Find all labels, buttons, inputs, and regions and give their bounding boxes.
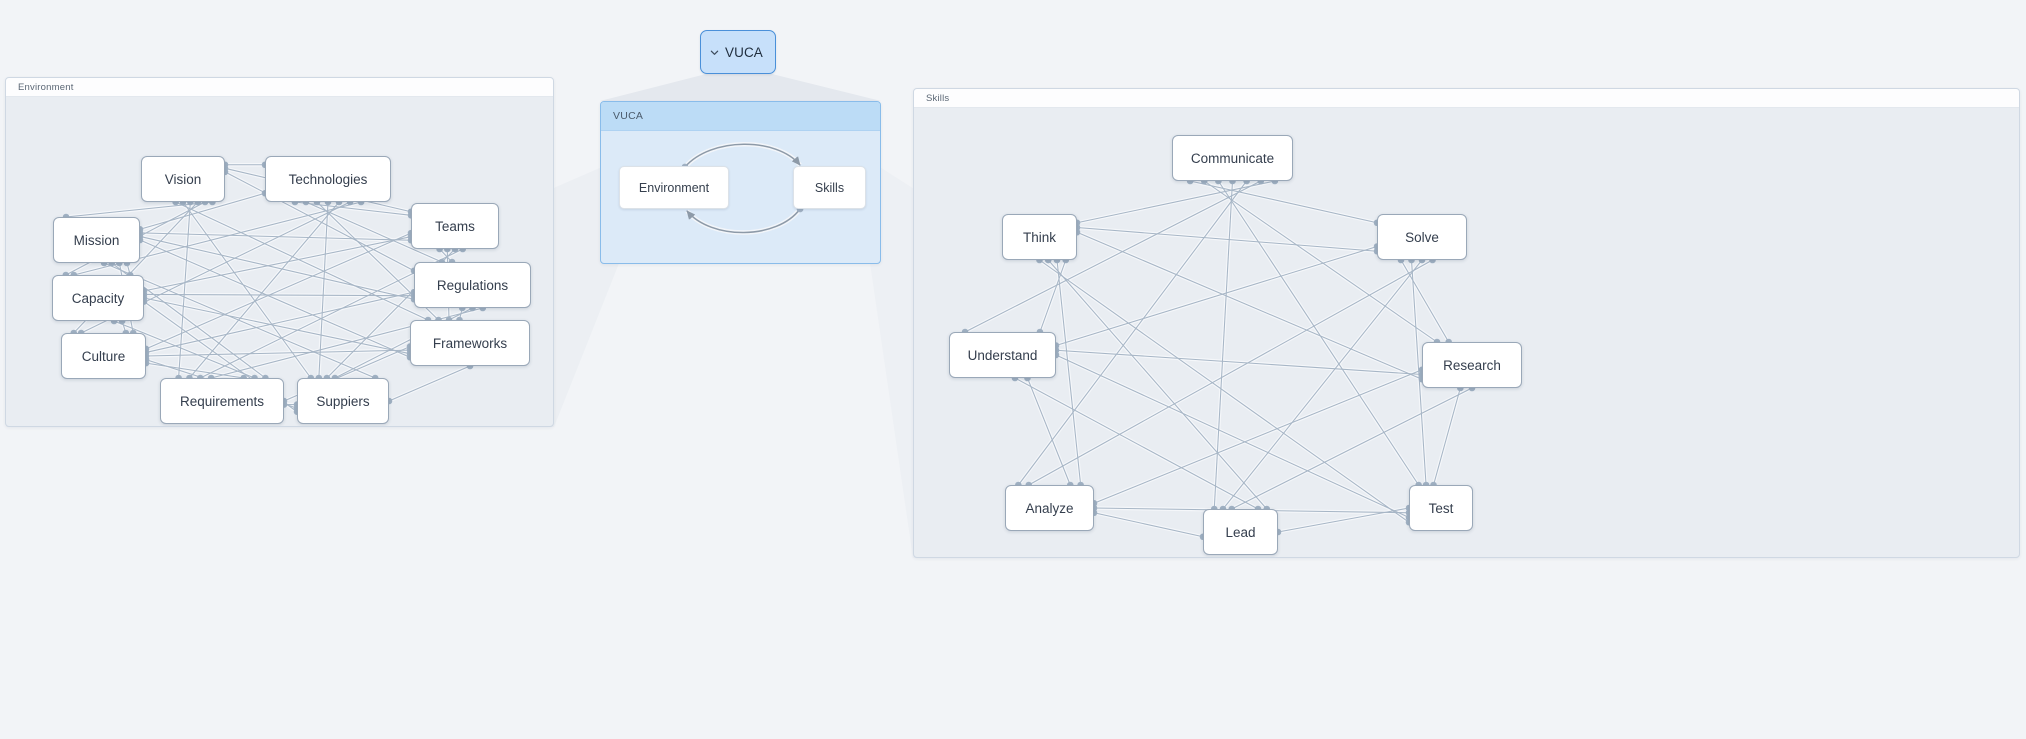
vuca-collapsed-label: VUCA [725, 44, 763, 60]
node-label: Requirements [179, 393, 265, 409]
node-label: Lead [1225, 524, 1256, 540]
node-capacity[interactable]: Capacity [52, 275, 144, 321]
node-label: Vision [164, 171, 202, 187]
node-regulations[interactable]: Regulations [414, 262, 531, 308]
node-requirements[interactable]: Requirements [160, 378, 284, 424]
node-teams[interactable]: Teams [411, 203, 499, 249]
node-analyze[interactable]: Analyze [1005, 485, 1094, 531]
node-research[interactable]: Research [1422, 342, 1522, 388]
panel-environment-title: Environment [6, 78, 553, 97]
node-label: Frameworks [432, 335, 508, 351]
panel-skills-title: Skills [914, 89, 2019, 108]
node-label: Solve [1405, 229, 1439, 245]
node-frameworks[interactable]: Frameworks [410, 320, 530, 366]
node-test[interactable]: Test [1409, 485, 1473, 531]
node-communicate[interactable]: Communicate [1172, 135, 1293, 181]
vuca-node-environment[interactable]: Environment [619, 166, 729, 209]
node-label: Communicate [1190, 150, 1275, 166]
chevron-down-icon[interactable] [710, 48, 719, 57]
node-label: Understand [967, 347, 1038, 363]
node-label: Think [1022, 229, 1056, 245]
node-technologies[interactable]: Technologies [265, 156, 391, 202]
node-culture[interactable]: Culture [61, 333, 146, 379]
vuca-container-title: VUCA [601, 102, 880, 131]
node-vision[interactable]: Vision [141, 156, 225, 202]
node-label: Analyze [1025, 500, 1074, 516]
node-mission[interactable]: Mission [53, 217, 140, 263]
vuca-container-body[interactable]: Environment Skills [601, 131, 880, 263]
vuca-node-skills[interactable]: Skills [793, 166, 866, 209]
node-understand[interactable]: Understand [949, 332, 1056, 378]
node-think[interactable]: Think [1002, 214, 1077, 260]
node-label: Capacity [71, 290, 125, 306]
node-suppiers[interactable]: Suppiers [297, 378, 389, 424]
vuca-container[interactable]: VUCA Environment Skills [600, 101, 881, 264]
node-label: Teams [435, 218, 475, 234]
node-label: Mission [73, 232, 120, 248]
node-label: Culture [81, 348, 126, 364]
node-label: Regulations [436, 277, 509, 293]
vuca-collapsed-node[interactable]: VUCA [700, 30, 776, 74]
node-label: Suppiers [316, 393, 370, 409]
node-label: Research [1443, 357, 1501, 373]
node-lead[interactable]: Lead [1203, 509, 1278, 555]
node-label: Test [1428, 500, 1454, 516]
node-solve[interactable]: Solve [1377, 214, 1467, 260]
node-label: Technologies [288, 171, 368, 187]
